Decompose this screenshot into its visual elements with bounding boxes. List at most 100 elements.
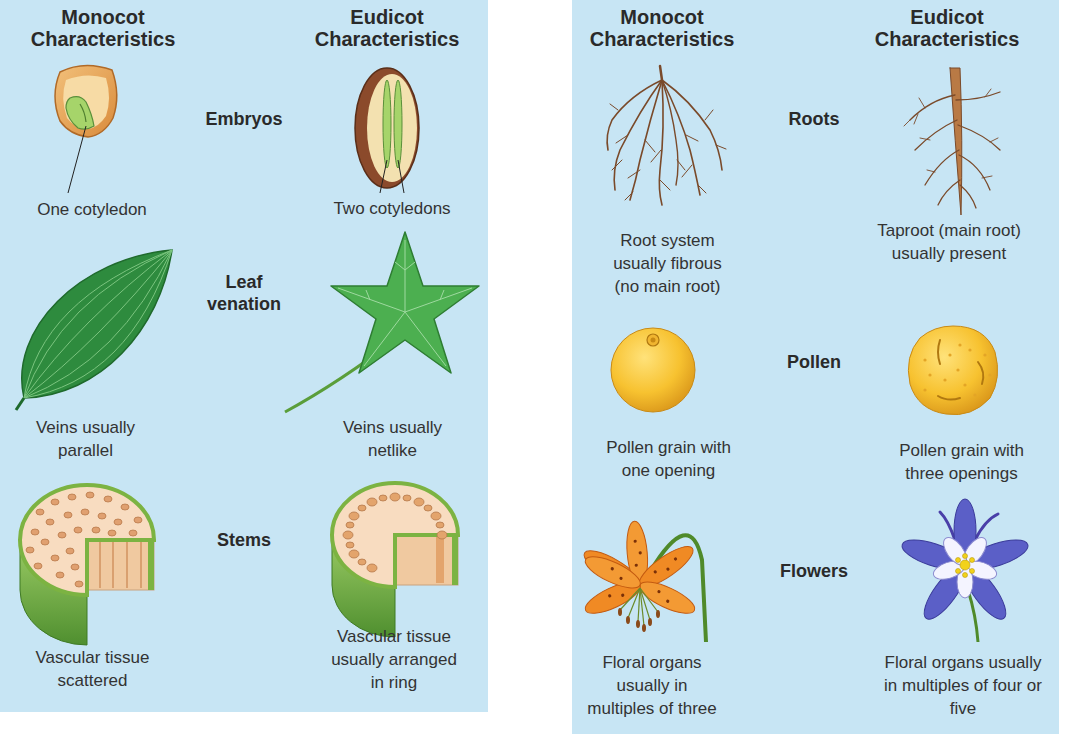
taproot-part-part — [960, 185, 976, 208]
lily-flower-part-part — [635, 564, 638, 567]
lily-flower-part-part — [666, 567, 670, 571]
row-heading: Embryos — [189, 108, 299, 130]
monocot-stem-part-part — [71, 564, 79, 570]
pollen-one-opening-part — [611, 328, 695, 412]
eudicot-stem-part-part — [346, 542, 354, 548]
eudicot-leaf-part-part — [366, 290, 370, 300]
eudicot-stem-part-part — [367, 498, 377, 506]
description-label: Floral organs usually in multiples of fo… — [879, 651, 1047, 720]
pollen-three-openings-part-part — [958, 343, 961, 346]
fibrous-roots-part — [630, 80, 662, 200]
eudicot-seed-part — [398, 160, 404, 193]
taproot-part-part — [938, 180, 960, 205]
fibrous-roots-part — [659, 80, 663, 205]
eudicot-stem-part — [436, 537, 444, 583]
taproot-part-part — [956, 92, 1000, 100]
eudicot-stem-part-part — [431, 512, 441, 520]
description-label: One cotyledon — [17, 198, 167, 221]
fibrous-roots-part-part — [705, 110, 713, 120]
monocot-stem-part-part — [34, 563, 42, 569]
eudicot-stem-part — [452, 535, 458, 585]
monocot-stem — [20, 485, 154, 645]
eudicot-leaf-part-part — [405, 240, 406, 312]
pollen-three-openings-part-part — [963, 383, 966, 386]
description-label: Two cotyledons — [312, 197, 472, 220]
eudicot-seed-part — [380, 160, 387, 193]
monocot-stem-part-part — [108, 530, 116, 536]
monocot-stem-part-part — [104, 496, 112, 502]
eudicot-seed — [355, 68, 419, 193]
pollen-three-openings-part — [938, 340, 983, 400]
monocot-stem-part — [100, 542, 141, 588]
fibrous-roots-part-part — [625, 192, 633, 200]
monocot-stem-part — [26, 492, 142, 587]
lily-flower-part-part — [642, 624, 646, 632]
fibrous-roots-part — [662, 80, 678, 185]
monocot-stem-part-part — [126, 542, 128, 588]
fibrous-roots-part-part — [612, 160, 622, 170]
monocot-seed-part — [68, 126, 86, 193]
lily-flower-part-part — [673, 557, 677, 561]
fibrous-roots-part-part — [682, 165, 692, 177]
monocot-leaf-part — [24, 250, 172, 398]
monocot-stem-part-part — [92, 527, 100, 533]
fibrous-roots-part-part — [686, 135, 698, 141]
monocot-eudicot-panel: Monocot CharacteristicsEudicot Character… — [0, 0, 488, 712]
monocot-stem-part-part — [129, 530, 137, 536]
lily-flower-part-part — [621, 593, 625, 597]
columbine-flower-part-part — [975, 514, 998, 540]
row-heading: Roots — [759, 108, 869, 130]
monocot-stem-part-part — [36, 509, 44, 515]
eudicot-stem-part-part — [424, 505, 432, 511]
monocot-leaf-part — [16, 398, 24, 410]
description-label: Pollen grain with one opening — [596, 436, 741, 482]
monocot-stem-part-part — [26, 547, 34, 553]
fibrous-roots-part-part — [610, 104, 618, 110]
columbine-flower-part-part — [970, 558, 975, 563]
row-heading: Pollen — [759, 351, 869, 373]
lily-flower-part-part — [626, 616, 630, 624]
column-heading: Monocot Characteristics — [572, 6, 752, 50]
eudicot-seed-part — [355, 68, 419, 188]
fibrous-roots-part — [610, 104, 726, 200]
eudicot-stem-part — [332, 483, 458, 587]
taproot-part-part — [914, 114, 918, 124]
monocot-stem-part-part — [134, 517, 142, 523]
fibrous-roots — [607, 66, 726, 205]
eudicot-stem — [332, 483, 458, 637]
monocot-stem-part-part — [86, 492, 94, 498]
lily-flower-part-part — [633, 540, 636, 543]
eudicot-leaf-part-part — [405, 288, 472, 312]
columbine-flower-part — [931, 534, 999, 598]
lily-flower-part-part — [636, 576, 699, 619]
monocot-seed-part — [66, 97, 94, 129]
taproot — [904, 68, 1000, 215]
columbine-flower-part-part — [940, 512, 955, 540]
eudicot-leaf — [285, 232, 479, 412]
description-label: Vascular tissue usually arranged in ring — [324, 625, 464, 694]
column-heading: Monocot Characteristics — [13, 6, 193, 50]
monocot-stem-part — [20, 485, 154, 595]
monocot-stem-part — [87, 540, 154, 590]
pollen-three-openings-part-part — [923, 388, 926, 391]
taproot-part-part — [915, 120, 957, 150]
taproot-part — [910, 92, 1000, 208]
lily-flower-part-part — [618, 608, 622, 616]
fibrous-roots-part-part — [660, 180, 670, 190]
lily-flower-part-part — [608, 594, 612, 598]
taproot-part-part — [985, 89, 991, 97]
taproot-part-part — [925, 150, 959, 185]
taproot-part-part — [920, 138, 930, 140]
pollen-three-openings-part-part — [956, 368, 959, 371]
description-label: Pollen grain with three openings — [889, 439, 1034, 485]
description-label: Vascular tissue scattered — [25, 646, 160, 692]
row-heading: Stems — [194, 529, 294, 551]
monocot-stem-part-part — [121, 504, 129, 510]
taproot-part-part — [927, 170, 935, 172]
monocot-stem-part-part — [98, 513, 106, 519]
monocot-stem-part-part — [140, 542, 142, 588]
monocot-eudicot-panel: Monocot CharacteristicsEudicot Character… — [572, 0, 1059, 734]
monocot-leaf-part — [24, 250, 172, 398]
fibrous-roots-part — [607, 80, 662, 150]
